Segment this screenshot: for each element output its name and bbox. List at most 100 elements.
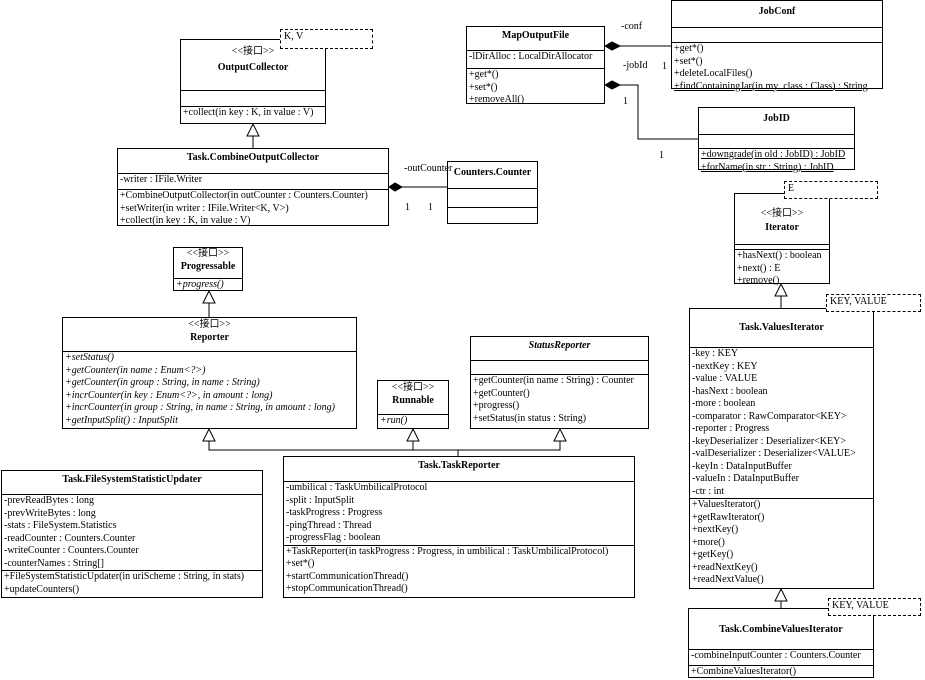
multiplicity-label: 1 <box>428 202 433 213</box>
stereotype: <<接口>> <box>231 46 275 57</box>
attribute: -prevWriteBytes : long <box>4 507 96 519</box>
operation: +CombineValuesIterator() <box>691 666 797 677</box>
attribute-compartment: -prevReadBytes : long -prevWriteBytes : … <box>2 495 262 571</box>
operation: +getCounter(in name : String) : Counter <box>473 375 634 386</box>
class-name: JobConf <box>758 6 796 17</box>
generalization-arrowhead <box>774 282 788 297</box>
generalization-arrowhead <box>246 122 260 137</box>
class-header: JobID <box>699 108 854 135</box>
operation-compartment: +CombineValuesIterator() <box>689 666 873 679</box>
class-header: <<接口>> Progressable <box>174 248 242 279</box>
job-id-class[interactable]: JobID +downgrade(in old : JobID) : JobID… <box>698 107 855 173</box>
task-reporter-class[interactable]: Task.TaskReporter -umbilical : TaskUmbil… <box>283 456 635 598</box>
class-header: <<接口>> Iterator <box>735 194 829 245</box>
operation: +more() <box>692 536 725 548</box>
class-name: Task.CombineOutputCollector <box>186 152 320 163</box>
composition-diamond <box>603 41 622 51</box>
operation-compartment: +TaskReporter(in taskProgress : Progress… <box>284 546 634 596</box>
attribute: -reporter : Progress <box>692 423 770 434</box>
operation: +set*() <box>286 558 315 569</box>
runnable-interface[interactable]: <<接口>> Runnable +run() <box>377 380 449 429</box>
output-collector-class[interactable]: <<接口>> OutputCollector +collect(in key :… <box>180 39 326 124</box>
multiplicity-label: 1 <box>623 96 628 107</box>
attribute-compartment <box>448 189 537 208</box>
class-name: Reporter <box>190 332 229 343</box>
operation-compartment: +hasNext() : boolean +next() : E +remove… <box>735 250 829 288</box>
attribute-compartment <box>735 245 829 250</box>
counters-counter-class[interactable]: Counters.Counter <box>447 161 538 224</box>
operation-compartment: +collect(in key : K, in value : V) <box>181 107 325 120</box>
type-parameter-box: KEY, VALUE <box>828 598 921 616</box>
multiplicity-label: 1 <box>659 150 664 161</box>
class-name: Task.FileSystemStatisticUpdater <box>62 474 202 485</box>
combine-output-collector-class[interactable]: Task.CombineOutputCollector -writer : IF… <box>117 148 389 226</box>
attribute: -valueIn : DataInputBuffer <box>692 473 799 484</box>
operation: +set*() <box>469 81 498 93</box>
class-header: <<接口>> Reporter <box>63 318 356 352</box>
operation: +getCounter(in group : String, in name :… <box>65 377 260 388</box>
operation: +readNextValue() <box>692 574 764 585</box>
map-output-file-class[interactable]: MapOutputFile -lDirAlloc : LocalDirAlloc… <box>466 26 605 105</box>
type-parameter-box: K, V <box>280 29 373 49</box>
attribute: -nextKey : KEY <box>692 360 758 372</box>
attribute: -pingThread : Thread <box>286 519 372 531</box>
operation: +getKey() <box>692 549 734 560</box>
composition-diamond <box>603 80 622 90</box>
operation: +collect(in key : K, in value : V) <box>183 107 314 118</box>
operation: +CombineOutputCollector(in outCounter : … <box>120 190 368 201</box>
fs-statistic-updater-class[interactable]: Task.FileSystemStatisticUpdater -prevRea… <box>1 470 263 598</box>
progressable-class[interactable]: <<接口>> Progressable +progress() <box>173 247 243 291</box>
attribute: -combineInputCounter : Counters.Counter <box>691 650 861 661</box>
operation: +getCounter(in name : Enum<?>) <box>65 364 206 376</box>
generalization-arrowhead <box>553 427 567 442</box>
attribute: -writeCounter : Counters.Counter <box>4 545 139 556</box>
iterator-class[interactable]: <<接口>> Iterator +hasNext() : boolean +ne… <box>734 193 830 286</box>
class-name: Task.TaskReporter <box>418 460 500 471</box>
attribute-compartment: -umbilical : TaskUmbilicalProtocol -spli… <box>284 482 634 546</box>
attribute: -comparator : RawComparator<KEY> <box>692 410 847 422</box>
values-iterator-class[interactable]: Task.ValuesIterator -key : KEY -nextKey … <box>689 308 874 589</box>
attribute-compartment: -writer : IFile.Writer <box>118 174 388 190</box>
class-header: Task.FileSystemStatisticUpdater <box>2 471 262 495</box>
role-label: -outCounter <box>404 163 453 174</box>
attribute: -prevReadBytes : long <box>4 495 94 506</box>
type-parameter-box: E <box>784 181 878 199</box>
attribute-compartment: -lDirAlloc : LocalDirAllocator <box>467 51 604 69</box>
attribute: -keyIn : DataInputBuffer <box>692 460 792 472</box>
attribute: -writer : IFile.Writer <box>120 174 203 185</box>
attribute-compartment: -key : KEY -nextKey : KEY -value : VALUE… <box>690 348 873 499</box>
generalization-arrowhead <box>406 427 420 442</box>
attribute-compartment: -combineInputCounter : Counters.Counter <box>689 650 873 666</box>
operation: +hasNext() : boolean <box>737 250 822 261</box>
generalization-line <box>208 441 561 451</box>
multiplicity-label: 1 <box>662 61 667 72</box>
operation: +run() <box>380 415 408 426</box>
job-conf-class[interactable]: JobConf +get*() +set*() +deleteLocalFile… <box>671 0 883 92</box>
stereotype: <<接口>> <box>186 248 230 259</box>
status-reporter-class[interactable]: StatusReporter +getCounter(in name : Str… <box>470 336 649 429</box>
operation: +incrCounter(in group : String, in name … <box>65 402 335 413</box>
operation: +ValuesIterator() <box>692 499 761 510</box>
attribute: -umbilical : TaskUmbilicalProtocol <box>286 482 428 493</box>
class-name: JobID <box>763 113 790 124</box>
class-name: StatusReporter <box>528 340 591 351</box>
generalization-arrowhead <box>202 289 216 304</box>
stereotype: <<接口>> <box>188 319 231 330</box>
class-header: <<接口>> OutputCollector <box>181 40 325 91</box>
operation: +findContainingJar(in my_class : Class) … <box>674 80 868 92</box>
operation-compartment: +setStatus() +getCounter(in name : Enum<… <box>63 352 356 427</box>
operation: +set*() <box>674 55 703 67</box>
attribute: -readCounter : Counters.Counter <box>4 532 136 544</box>
attribute: -taskProgress : Progress <box>286 507 383 518</box>
reporter-interface[interactable]: <<接口>> Reporter +setStatus() +getCounter… <box>62 317 357 429</box>
operation: +getCounter() <box>473 387 530 399</box>
operation: +get*() <box>469 69 499 80</box>
operation: +stopCommunicationThread() <box>286 583 408 594</box>
operation: +setWriter(in writer : IFile.Writer<K, V… <box>120 202 289 214</box>
operation: +remove() <box>737 275 780 286</box>
operation: +setStatus() <box>65 352 114 363</box>
composition-diamond <box>388 182 404 192</box>
combine-values-iterator-class[interactable]: Task.CombineValuesIterator -combineInput… <box>688 608 874 678</box>
class-name: MapOutputFile <box>501 30 570 41</box>
class-header: Task.TaskReporter <box>284 457 634 482</box>
